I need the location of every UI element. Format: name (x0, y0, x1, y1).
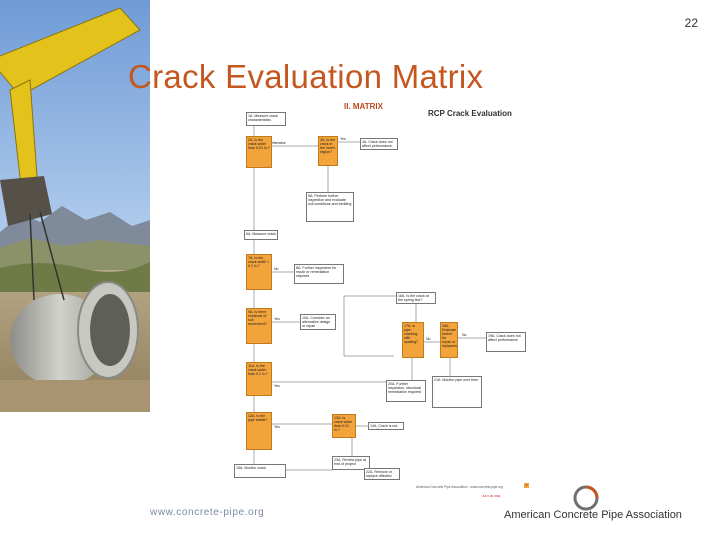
flow-node-4: 4A. Crack does not affect performance (360, 138, 398, 150)
flow-node-11: 11A. Is the crack wider than 0.1 in.? (246, 362, 272, 396)
flow-node-6: 6A. Measure crack (244, 230, 278, 240)
label-no-3: No (462, 333, 467, 337)
flow-node-22: 22A. Remove or replace affected section (364, 468, 400, 480)
label-otherwise: Otherwise (270, 141, 286, 145)
flow-node-9: 9A. Is there evidence of soil movement? (246, 308, 272, 344)
flow-node-2: 2A. Is the crack wider than 0.01 in.? (246, 136, 272, 168)
flow-node-16: 16A. Is the crack at the spring line? (396, 292, 436, 304)
flow-node-20: 20A. Further inspection, structural reme… (386, 380, 426, 402)
flow-node-17: 17A. Is pipe cracking with spalling? (402, 322, 424, 358)
flow-node-13: 13A. Is crack wider than 0.01 in.? (332, 414, 356, 438)
acpa-logo-icon (573, 485, 599, 511)
flow-node-19: 19A. Crack does not affect performance (486, 332, 526, 352)
label-yes-3: Yes (274, 384, 280, 388)
flow-node-15: 15A. Monitor crack (234, 464, 286, 478)
label-no-1: No (274, 267, 279, 271)
flowchart-connectors: Otherwise Yes No Yes Yes Yes No No (253, 126, 486, 471)
flow-node-23: 23A. Review pipe at end of project (332, 456, 370, 470)
flow-node-5: 5A. Perform further inspection and evalu… (306, 192, 354, 222)
flow-node-7: 7A. Is the crack width < 0.1 in.? (246, 254, 272, 290)
flow-node-3: 3A. Is the crack in the invert region? (318, 136, 338, 166)
flowchart-footnote: American Concrete Pipe Association · www… (416, 485, 503, 489)
flow-node-12: 12A. Is the pipe stable? (246, 412, 272, 450)
flowchart-date: JULY 30 2011 (482, 494, 501, 498)
excavator-photo (0, 0, 150, 412)
acpa-logo-text: American Concrete Pipe Association (504, 509, 682, 521)
website-url[interactable]: www.concrete-pipe.org (150, 507, 265, 518)
label-yes-2: Yes (274, 317, 280, 321)
crack-evaluation-flowchart: Otherwise Yes No Yes Yes Yes No No II. M… (226, 100, 544, 498)
flow-node-21: 21A. Monitor pipe over time (432, 376, 482, 408)
excavator-photo-art (0, 0, 150, 412)
label-yes-4: Yes (274, 425, 280, 429)
flow-node-10: 10A. Consider an alternative design or r… (300, 314, 336, 330)
flow-node-14: 14A. Crack is not significant (368, 422, 404, 430)
label-no-2: No (426, 337, 431, 341)
flowchart-heading: RCP Crack Evaluation (428, 109, 512, 118)
flow-node-18: 18A. Evaluate further for repair or repl… (440, 322, 458, 358)
acpa-logo: American Concrete Pipe Association (504, 484, 704, 524)
slide-number: 22 (684, 16, 698, 30)
flow-node-8: 8A. Further inspection for repair or rem… (294, 264, 344, 284)
label-yes-1: Yes (340, 137, 346, 141)
flowchart-section: II. MATRIX (344, 102, 383, 111)
slide-title: Crack Evaluation Matrix (128, 58, 484, 95)
flow-node-1: 1A. Measure crack characteristics (246, 112, 286, 126)
flowchart-page-number: 1 (524, 483, 529, 488)
